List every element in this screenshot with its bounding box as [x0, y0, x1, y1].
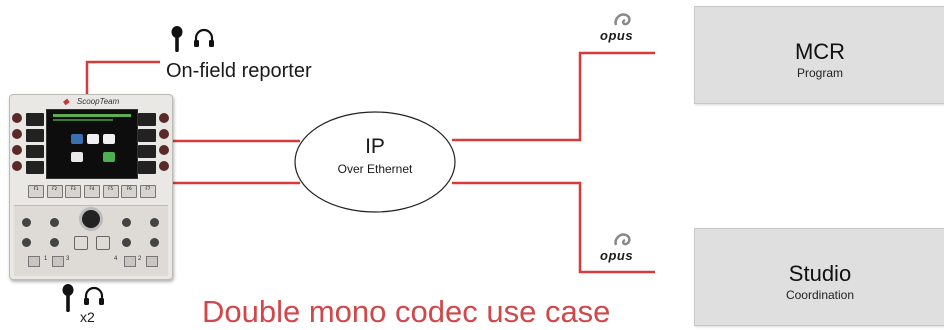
soft-key[interactable]: [138, 161, 156, 174]
headphones-icon: [194, 28, 214, 47]
channel-knob[interactable]: [122, 238, 131, 247]
destination-box-studio: Studio Coordination: [694, 228, 944, 326]
function-key-f5[interactable]: F5: [102, 185, 119, 198]
microphone-icon: [171, 26, 183, 52]
rotary-knob[interactable]: [159, 161, 169, 171]
microphone-icon: [62, 284, 74, 312]
soft-key[interactable]: [26, 113, 44, 126]
destination-subtitle: Program: [796, 66, 843, 80]
channel-number: 2: [138, 256, 142, 262]
soft-key[interactable]: [26, 161, 44, 174]
ip-cloud-subtitle: Over Ethernet: [337, 162, 413, 176]
rotary-knob[interactable]: [159, 129, 169, 139]
opus-label: opus: [600, 248, 634, 263]
screen-app-icon[interactable]: [87, 134, 99, 144]
channel-knob[interactable]: [22, 218, 31, 227]
device-brand-label: ScoopTeam: [76, 97, 120, 106]
screen-app-icon[interactable]: [71, 152, 83, 162]
opus-swirl-icon: [614, 233, 631, 246]
opus-codec-logo-top: opus: [600, 13, 634, 43]
ip-network-cloud: [294, 111, 456, 213]
channel-knob[interactable]: [50, 218, 59, 227]
destination-title: Studio: [788, 261, 852, 286]
channel-knob[interactable]: [50, 238, 59, 247]
channel-number: 1: [44, 256, 48, 262]
reporter-label: On-field reporter: [166, 60, 312, 82]
ip-to-mcr-line: [452, 51, 655, 142]
left-softkeys: [26, 113, 44, 174]
soft-key[interactable]: [26, 145, 44, 158]
soft-key[interactable]: [26, 129, 44, 142]
channel-button[interactable]: [52, 256, 64, 267]
rotary-knob[interactable]: [159, 145, 169, 155]
reporter-link-line: [85, 60, 160, 95]
rotary-knob[interactable]: [12, 129, 22, 139]
channel-button[interactable]: [146, 256, 158, 267]
mic-jack-button[interactable]: [96, 236, 110, 250]
channel-number: 4: [114, 256, 118, 262]
scoopteam-device: ◆ScoopTeam F1 F2 F3: [9, 94, 173, 280]
channel-button[interactable]: [28, 256, 40, 267]
screen-meter-bar: [53, 119, 113, 121]
function-key-f3[interactable]: F3: [65, 185, 82, 198]
right-knob-column: [159, 113, 171, 171]
function-key-f2[interactable]: F2: [46, 185, 63, 198]
channel-knob[interactable]: [22, 238, 31, 247]
ip-to-studio-line: [452, 181, 655, 274]
right-softkeys: [138, 113, 156, 174]
jog-wheel[interactable]: [82, 210, 100, 228]
channel-number: 3: [66, 256, 70, 262]
headphone-jack-button[interactable]: [74, 236, 88, 250]
destination-title: MCR: [794, 39, 846, 64]
rotary-knob[interactable]: [12, 161, 22, 171]
opus-codec-logo-bottom: opus: [600, 233, 634, 263]
device-brand: ◆ScoopTeam: [62, 97, 120, 106]
function-key-row: F1 F2 F3 F4 F5 F6 F7: [28, 185, 156, 198]
ip-cloud-title: IP: [365, 135, 385, 158]
destination-subtitle: Coordination: [785, 288, 855, 302]
channel-knob[interactable]: [150, 238, 159, 247]
mixer-section: 1 3 4 2: [14, 205, 168, 276]
soft-key[interactable]: [138, 113, 156, 126]
screen-app-icon[interactable]: [103, 152, 115, 162]
function-key-f6[interactable]: F6: [121, 185, 138, 198]
screen-meter-bar: [53, 114, 131, 117]
opus-label: opus: [600, 28, 634, 43]
rotary-knob[interactable]: [12, 113, 22, 123]
opus-swirl-icon: [614, 13, 631, 26]
channel-knob[interactable]: [122, 218, 131, 227]
screen-app-icon[interactable]: [71, 134, 83, 144]
channel-knob[interactable]: [150, 218, 159, 227]
rotary-knob[interactable]: [159, 113, 169, 123]
left-knob-column: [12, 113, 24, 171]
headphones-icon: [84, 286, 104, 305]
destination-box-mcr: MCR Program: [694, 6, 944, 104]
device-screen[interactable]: [46, 109, 138, 179]
rotary-knob[interactable]: [12, 145, 22, 155]
quantity-label: x2: [80, 309, 95, 325]
soft-key[interactable]: [138, 129, 156, 142]
channel-button[interactable]: [124, 256, 136, 267]
function-key-f4[interactable]: F4: [83, 185, 100, 198]
screen-app-icon[interactable]: [103, 134, 115, 144]
function-key-f7[interactable]: F7: [139, 185, 156, 198]
diagram-caption: Double mono codec use case: [202, 294, 611, 329]
function-key-f1[interactable]: F1: [28, 185, 44, 198]
soft-key[interactable]: [138, 145, 156, 158]
